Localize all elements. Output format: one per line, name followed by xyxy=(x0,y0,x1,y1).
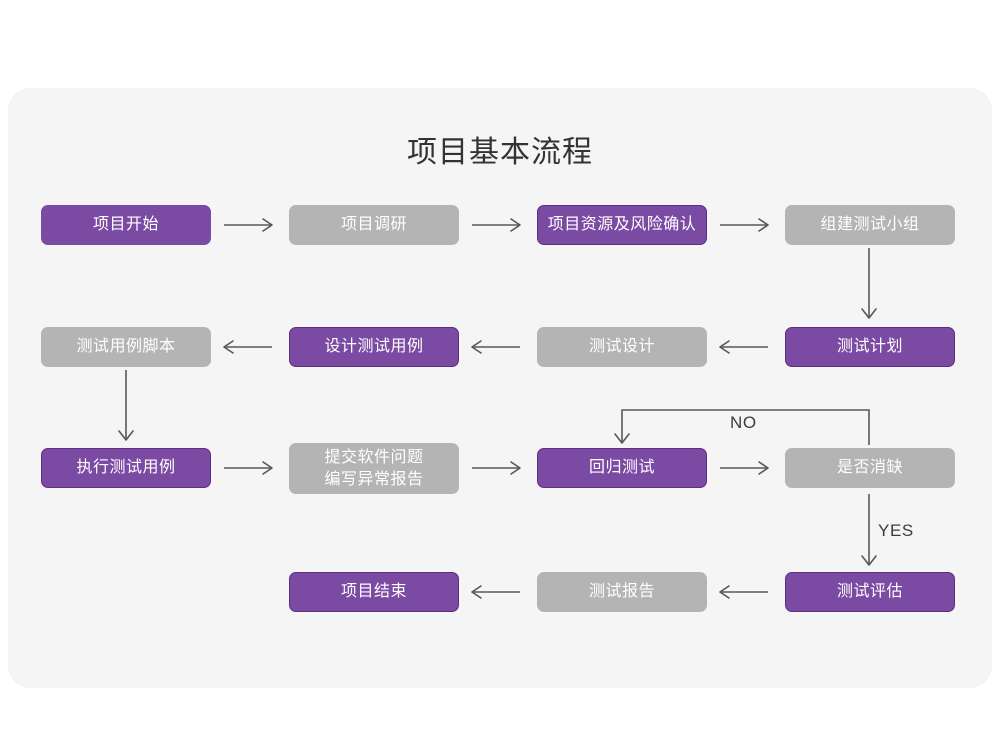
node-design-test-case[interactable]: 设计测试用例 xyxy=(289,327,459,367)
node-project-end[interactable]: 项目结束 xyxy=(289,572,459,612)
node-form-test-team[interactable]: 组建测试小组 xyxy=(785,205,955,245)
node-test-case-script[interactable]: 测试用例脚本 xyxy=(41,327,211,367)
node-project-research[interactable]: 项目调研 xyxy=(289,205,459,245)
node-execute-test-case[interactable]: 执行测试用例 xyxy=(41,448,211,488)
node-test-design[interactable]: 测试设计 xyxy=(537,327,707,367)
node-project-start[interactable]: 项目开始 xyxy=(41,205,211,245)
node-submit-issue-report[interactable]: 提交软件问题 编写异常报告 xyxy=(289,443,459,494)
node-test-evaluation[interactable]: 测试评估 xyxy=(785,572,955,612)
node-test-report[interactable]: 测试报告 xyxy=(537,572,707,612)
edge-label-no: NO xyxy=(730,413,757,432)
edge-label-yes: YES xyxy=(878,521,914,540)
node-resource-risk-confirm[interactable]: 项目资源及风险确认 xyxy=(537,205,707,245)
node-defect-cleared-check[interactable]: 是否消缺 xyxy=(785,448,955,488)
node-regression-test[interactable]: 回归测试 xyxy=(537,448,707,488)
page-title: 项目基本流程 xyxy=(407,136,593,169)
node-test-plan[interactable]: 测试计划 xyxy=(785,327,955,367)
